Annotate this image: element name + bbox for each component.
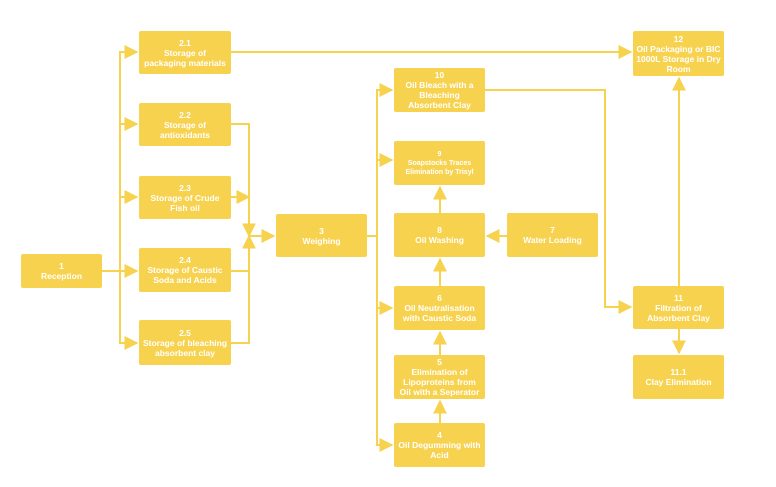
node-2-4: 2.4 Storage of Caustic Soda and Acids: [139, 248, 231, 292]
node-number: 7: [550, 225, 555, 235]
node-label: Storage of Caustic Soda and Acids: [147, 265, 223, 285]
node-number: 6: [437, 293, 442, 303]
edge-3-to-4: [367, 235, 394, 452]
node-number: 2.2: [179, 109, 191, 120]
node-number: 2.5: [179, 327, 191, 338]
node-label: Weighing: [302, 235, 341, 246]
node-number: 3: [319, 225, 324, 236]
node-label: Oil Neutralisation with Caustic Soda: [402, 303, 477, 323]
node-2-1: 2.1 Storage of packaging materials: [139, 31, 231, 74]
node-12: 12 Oil Packaging or BIC 1000L Storage in…: [633, 31, 724, 76]
node-label: Filtration of Absorbent Clay: [647, 302, 710, 323]
node-8: 8 Oil Washing: [394, 213, 485, 257]
edge-2_2-to-3: [231, 123, 256, 238]
node-number: 8: [437, 225, 442, 235]
node-11-1: 11.1 Clay Elimination: [633, 355, 724, 399]
node-5: 5 Elimination of Lipoproteins from Oil w…: [394, 355, 485, 399]
edge-1-to-2_5: [119, 271, 139, 350]
node-number: 5: [437, 357, 442, 367]
node-number: 12: [673, 33, 684, 44]
node-label: Water Loading: [523, 235, 582, 245]
node-label: Reception: [40, 271, 83, 281]
node-10: 10 Oil Bleach with a Bleaching Absorbent…: [394, 68, 485, 112]
node-6: 6 Oil Neutralisation with Caustic Soda: [394, 286, 485, 330]
node-number: 10: [434, 70, 445, 80]
node-number: 2.4: [179, 255, 191, 265]
edge-10-to-11: [485, 89, 633, 314]
node-label: Clay Elimination: [645, 377, 712, 387]
node-number: 1: [59, 261, 64, 271]
node-number: 2.3: [179, 182, 191, 193]
edge-2_5-to-3: [231, 229, 276, 344]
node-number: 9: [437, 150, 442, 158]
node-number: 2.1: [179, 37, 191, 48]
node-label: Oil Bleach with a Bleaching Absorbent Cl…: [405, 80, 474, 110]
node-2-5: 2.5 Storage of bleaching absorbent clay: [139, 320, 231, 365]
node-label: Oil Degumming with Acid: [398, 440, 481, 460]
node-label: Soapstocks Traces Elimination by Trisyl: [405, 159, 474, 176]
edge-3-to-10: [376, 83, 394, 236]
node-9: 9 Soapstocks Traces Elimination by Trisy…: [394, 141, 485, 185]
node-2-3: 2.3 Storage of Crude Fish oil: [139, 176, 231, 219]
node-11: 11 Filtration of Absorbent Clay: [633, 286, 724, 329]
edge-2_4-to-3: [231, 234, 256, 272]
node-number: 4: [437, 430, 442, 440]
node-label: Storage of antioxidants: [159, 119, 211, 140]
node-label: Storage of bleaching absorbent clay: [142, 337, 228, 358]
node-4: 4 Oil Degumming with Acid: [394, 423, 485, 467]
node-label: Elimination of Lipoproteins from Oil wit…: [399, 367, 480, 397]
node-1: 1 Reception: [21, 254, 102, 288]
node-label: Oil Packaging or BIC 1000L Storage in Dr…: [636, 43, 721, 74]
node-label: Storage of Crude Fish oil: [150, 192, 220, 213]
node-2-2: 2.2 Storage of antioxidants: [139, 103, 231, 146]
node-7: 7 Water Loading: [507, 213, 598, 257]
node-3: 3 Weighing: [276, 214, 367, 257]
node-number: 11.1: [670, 367, 687, 377]
node-label: Oil Washing: [415, 235, 464, 245]
node-label: Storage of packaging materials: [144, 47, 226, 68]
edge-1-to-2_3: [119, 190, 139, 271]
node-number: 11: [674, 292, 683, 303]
